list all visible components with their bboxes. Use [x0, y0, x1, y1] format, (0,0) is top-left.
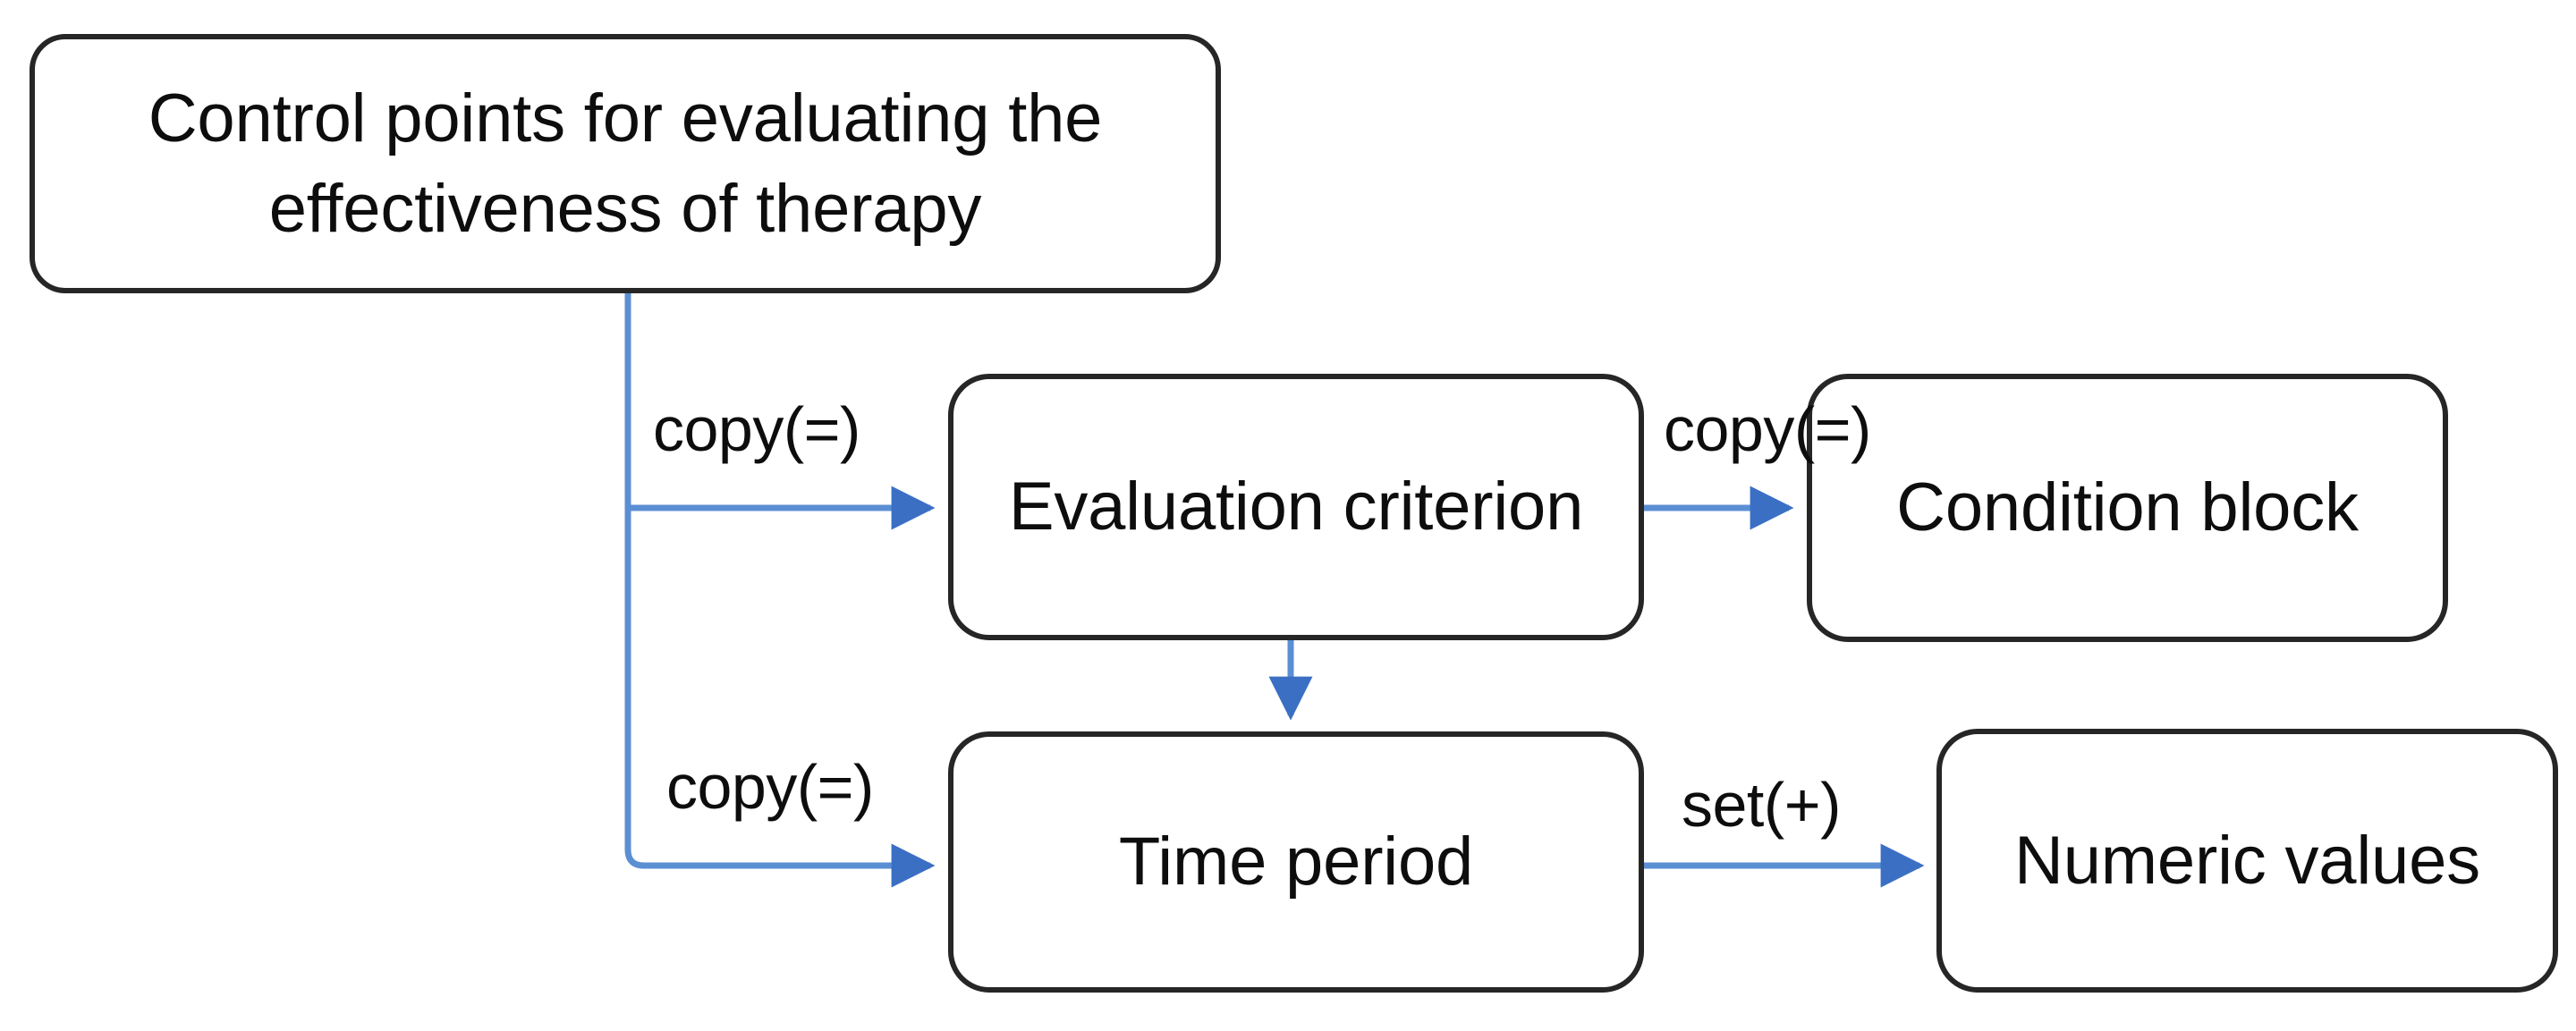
node-evaluation-criterion[interactable]: Evaluation criterion: [948, 374, 1644, 640]
node-evaluation-criterion-label: Evaluation criterion: [1008, 469, 1584, 545]
node-control-points[interactable]: Control points for evaluating the effect…: [30, 34, 1221, 293]
edge-label-evaluation-to-condition: copy(=): [1664, 394, 1871, 464]
node-condition-block-label: Condition block: [1896, 469, 2359, 546]
node-numeric-values-label: Numeric values: [2014, 822, 2480, 899]
node-time-period[interactable]: Time period: [948, 731, 1644, 993]
node-control-points-label: Control points for evaluating the effect…: [148, 80, 1103, 247]
node-time-period-label: Time period: [1118, 824, 1474, 900]
edge-label-control-to-time: copy(=): [666, 752, 874, 822]
edge-label-time-to-numeric: set(+): [1682, 770, 1841, 840]
node-numeric-values[interactable]: Numeric values: [1936, 729, 2558, 993]
edge-label-control-to-evaluation: copy(=): [653, 394, 860, 464]
node-condition-block[interactable]: Condition block: [1807, 374, 2448, 642]
